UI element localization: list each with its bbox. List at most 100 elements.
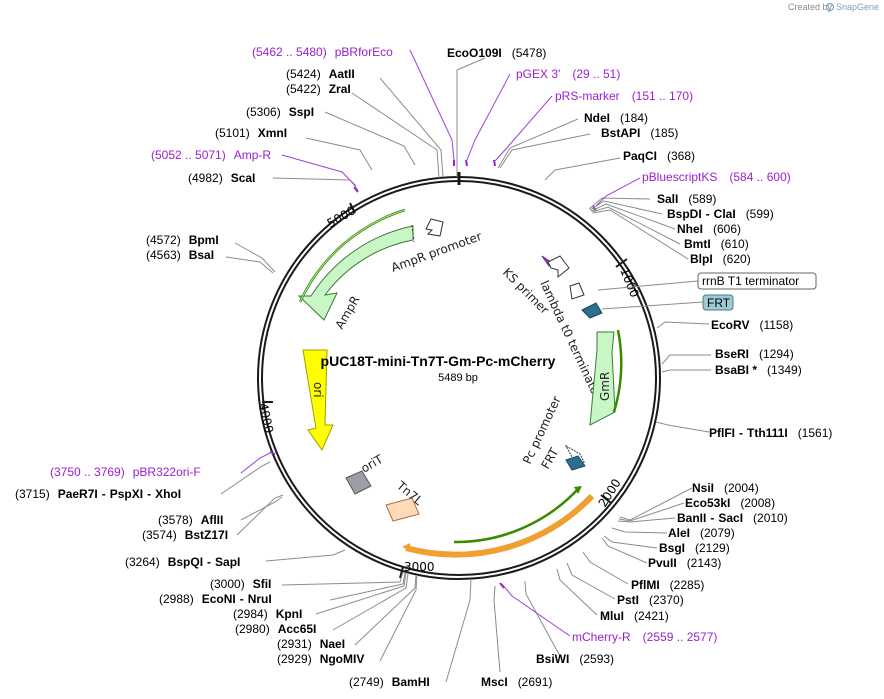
site-psti-name[interactable]: PstI	[617, 593, 639, 607]
site-bmti-name[interactable]: BmtI	[684, 237, 711, 251]
site-zrai-name[interactable]: ZraI	[329, 82, 351, 96]
site-tth111i-name[interactable]: Tth111I	[747, 426, 788, 440]
site-ngomiv-name[interactable]: NgoMIV	[320, 652, 365, 666]
lambda-t0-feature[interactable]	[547, 255, 570, 279]
site-eco53ki-name[interactable]: Eco53kI	[685, 496, 730, 510]
site-msci-name[interactable]: MscI	[481, 675, 508, 689]
site-paqci-name[interactable]: PaqCI	[623, 149, 657, 163]
site-scai-name[interactable]: ScaI	[231, 171, 256, 185]
primer-mcherry-name[interactable]: mCherry-R	[572, 630, 631, 644]
site-bamhi-name[interactable]: BamHI	[392, 675, 430, 689]
primer-pbr322-name[interactable]: pBR322ori-F	[133, 465, 201, 479]
site-pflfi-name[interactable]: PflFI	[709, 426, 735, 440]
ampr-promoter-divider	[411, 224, 415, 243]
ampr-promoter-feature[interactable]	[425, 218, 444, 237]
site-clai-name[interactable]: ClaI	[714, 207, 736, 221]
site-nrui-name[interactable]: NruI	[248, 592, 272, 606]
site-pvuii-name[interactable]: PvuII	[648, 556, 677, 570]
svg-text:BseRI(1294): BseRI(1294)	[715, 347, 794, 361]
site-pflfi-pos: (1561)	[798, 426, 833, 440]
site-saci-name[interactable]: SacI	[718, 511, 743, 525]
site-bstapi-name[interactable]: BstAPI	[601, 126, 640, 140]
svg-text:BsaBI *(1349): BsaBI *(1349)	[715, 363, 802, 377]
tick-label-1000: 1000	[617, 266, 641, 300]
site-xhoi-name[interactable]: XhoI	[155, 487, 181, 501]
site-sapi-name[interactable]: SapI	[215, 555, 240, 569]
site-alei-pos: (2079)	[700, 526, 735, 540]
site-kpni-name[interactable]: KpnI	[276, 607, 303, 621]
tick-5000	[349, 202, 356, 214]
rrnb-callout-line	[597, 280, 699, 291]
site-nhei-name[interactable]: NheI	[677, 222, 703, 236]
site-bsabi-name[interactable]: BsaBI *	[715, 363, 757, 377]
site-paqci-pos: (368)	[667, 149, 695, 163]
site-bspqi-name[interactable]: BspQI	[168, 555, 203, 569]
site-mlui-name[interactable]: MluI	[600, 609, 624, 623]
primer-pbrforeco-name[interactable]: pBRforEco	[335, 45, 393, 59]
primer-ampr-name[interactable]: Amp-R	[234, 148, 272, 162]
tn7l-feature[interactable]	[385, 497, 420, 522]
svg-text:(3000)SfiI: (3000)SfiI	[210, 577, 271, 591]
site-sali-name[interactable]: SalI	[657, 192, 678, 206]
ori-feature[interactable]	[302, 349, 334, 452]
primer-prs-range: (151 .. 170)	[632, 89, 693, 103]
site-paer7i-name[interactable]: PaeR7I	[58, 487, 98, 501]
site-bspdi-pos: (599)	[746, 207, 774, 221]
ampr-feature[interactable]	[297, 225, 414, 321]
gmr-label: GmR	[598, 372, 612, 401]
svg-text:EcoRV(1158): EcoRV(1158)	[711, 318, 793, 332]
orange-orf-arrow	[402, 543, 410, 551]
primer-pbr322-range: (3750 .. 3769)	[50, 465, 125, 479]
svg-text:(3264)BspQI-SapI: (3264)BspQI-SapI	[125, 555, 240, 569]
site-ngomiv-pos: (2929)	[277, 652, 312, 666]
site-bseri-name[interactable]: BseRI	[715, 347, 749, 361]
frt-feature-bottom[interactable]	[565, 455, 586, 471]
primer-ampr-range: (5052 .. 5071)	[151, 148, 226, 162]
svg-text:MscI(2691): MscI(2691)	[481, 675, 552, 689]
site-ecorv-name[interactable]: EcoRV	[711, 318, 749, 332]
site-bsai-name[interactable]: BsaI	[189, 248, 214, 262]
frt-feature-top[interactable]	[581, 302, 603, 319]
site-bmti-pos: (610)	[721, 237, 749, 251]
primer-pbrforeco-range: (5462 .. 5480)	[252, 45, 327, 59]
svg-text:(4572)BpmI: (4572)BpmI	[146, 233, 219, 247]
site-naei-name[interactable]: NaeI	[320, 637, 345, 651]
site-aflii-name[interactable]: AflII	[201, 513, 224, 527]
site-bstz17i-name[interactable]: BstZ17I	[185, 528, 228, 542]
svg-text:EcoO109I(5478): EcoO109I(5478)	[447, 46, 546, 60]
site-nsii-name[interactable]: NsiI	[692, 481, 714, 495]
site-bspdi-name[interactable]: BspDI	[667, 207, 702, 221]
primer-mark-mcherry	[499, 582, 505, 589]
site-pflfi-sep: -	[739, 426, 743, 440]
site-pflmi-name[interactable]: PflMI	[631, 578, 660, 592]
site-ndei-name[interactable]: NdeI	[584, 111, 610, 125]
primer-pgex3-name[interactable]: pGEX 3'	[516, 67, 560, 81]
site-bsgi-name[interactable]: BsgI	[659, 541, 685, 555]
site-sfii-name[interactable]: SfiI	[253, 577, 272, 591]
frt-callout-box	[702, 294, 734, 311]
site-pspxi-name[interactable]: PspXI	[110, 487, 143, 501]
site-banii-name[interactable]: BanII	[677, 511, 706, 525]
gmr-feature[interactable]	[589, 331, 616, 426]
mcherry-orf-line	[453, 488, 579, 544]
svg-text:PstI(2370): PstI(2370)	[617, 593, 684, 607]
primer-prs-name[interactable]: pRS-marker	[555, 89, 620, 103]
site-acc65i-name[interactable]: Acc65I	[278, 622, 317, 636]
primer-pbluescript-name[interactable]: pBluescriptKS	[642, 170, 717, 184]
site-alei-name[interactable]: AleI	[668, 526, 690, 540]
orit-feature[interactable]	[345, 470, 372, 495]
site-xmni-name[interactable]: XmnI	[258, 126, 287, 140]
site-bsiwi-name[interactable]: BsiWI	[536, 652, 569, 666]
site-banii-pos: (2010)	[753, 511, 788, 525]
site-sspi-name[interactable]: SspI	[289, 105, 314, 119]
site-blpi-name[interactable]: BlpI	[690, 252, 713, 266]
site-bpmi-name[interactable]: BpmI	[189, 233, 219, 247]
svg-text:(2984)KpnI: (2984)KpnI	[233, 607, 302, 621]
site-ecoo109i-name[interactable]: EcoO109I	[447, 46, 502, 60]
site-aatii-name[interactable]: AatII	[329, 67, 355, 81]
rrnb-feature[interactable]	[569, 282, 585, 300]
svg-text:(2929)NgoMIV: (2929) NgoMIV	[277, 652, 364, 666]
svg-text:(5422)ZraI: (5422)ZraI	[286, 82, 351, 96]
site-econi-name[interactable]: EcoNI	[202, 592, 236, 606]
